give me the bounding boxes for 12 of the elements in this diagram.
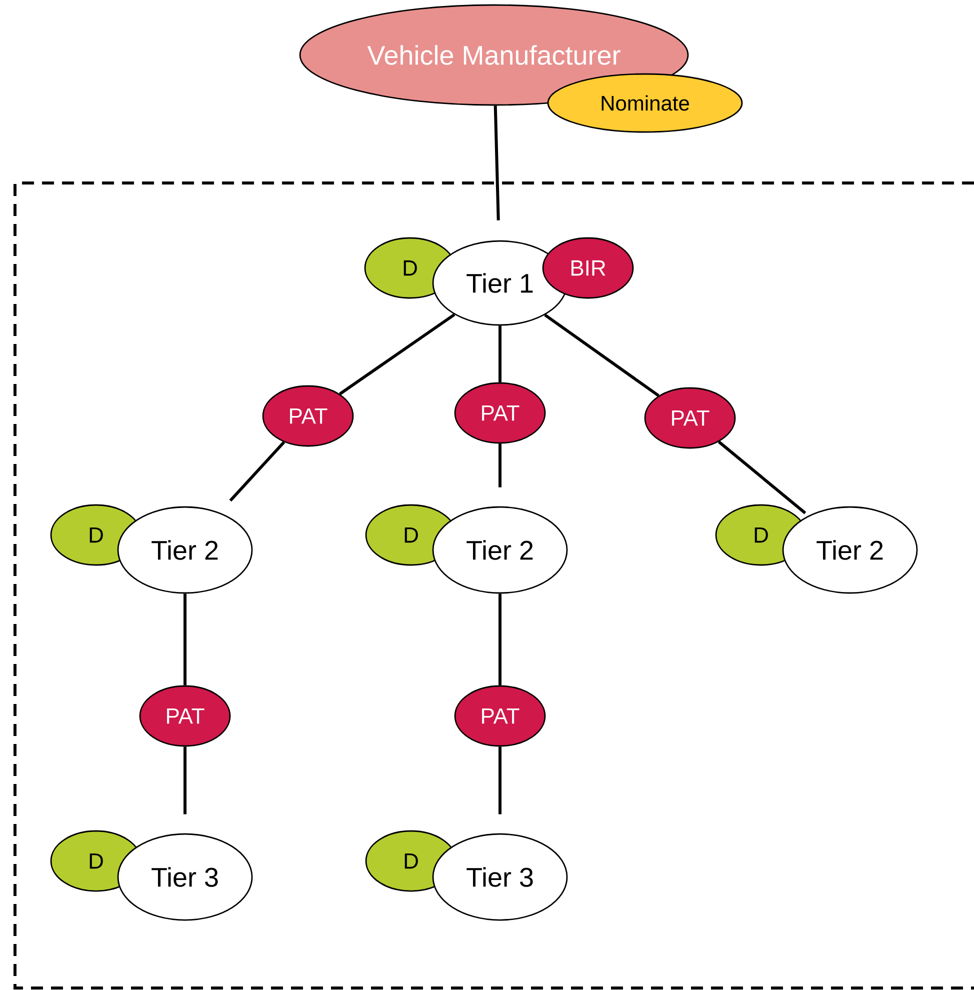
connector-line <box>184 746 186 814</box>
connector-line <box>718 440 806 514</box>
connector-line <box>498 326 502 382</box>
connector-line <box>494 106 500 220</box>
connector-line <box>498 594 502 686</box>
connector-line <box>544 314 660 397</box>
connector-line <box>338 313 456 396</box>
connector-line <box>498 444 502 488</box>
dashed-frame <box>14 182 974 990</box>
connector-line <box>229 441 286 502</box>
connector-line <box>498 746 502 814</box>
connector-line <box>184 594 186 686</box>
